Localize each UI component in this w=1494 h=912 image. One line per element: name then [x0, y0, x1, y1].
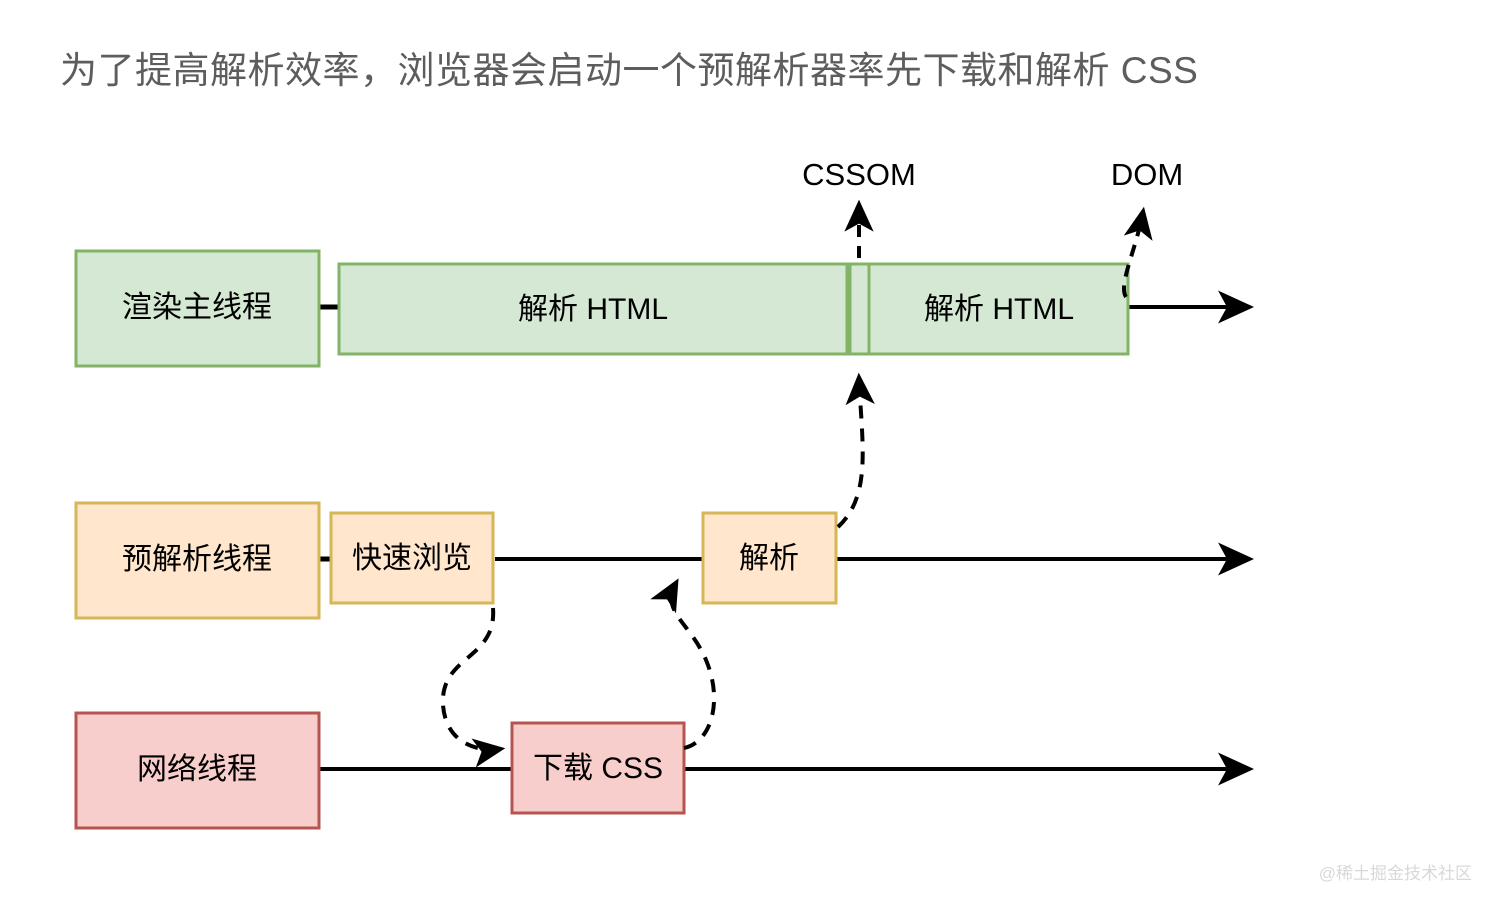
pre-parse-thread-label: 预解析线程 — [122, 543, 272, 576]
cssom-label: CSSOM — [802, 157, 916, 192]
quick-scan-to-download-arrow — [440, 607, 506, 768]
download-css-box: 下载 CSS — [510, 721, 686, 815]
parse-html-second-label: 解析 HTML — [924, 293, 1074, 326]
parse-html-second-bar: 解析 HTML — [867, 262, 1130, 356]
dom-output: DOM — [1111, 157, 1183, 299]
network-thread-label: 网络线程 — [137, 753, 257, 786]
download-to-parse-arrow — [650, 578, 716, 750]
parse-css-box: 解析 — [701, 511, 838, 605]
parse-html-first-label: 解析 HTML — [518, 293, 668, 326]
page-title: 为了提高解析效率，浏览器会启动一个预解析器率先下载和解析 CSS — [60, 50, 1199, 91]
watermark: @稀土掘金技术社区 — [1318, 864, 1472, 883]
cssom-output: CSSOM — [802, 157, 916, 258]
network-thread-label-box: 网络线程 — [74, 711, 321, 830]
quick-scan-label: 快速浏览 — [352, 542, 472, 575]
parse-html-first-bar: 解析 HTML — [337, 262, 849, 356]
parse-html-gap-bar — [848, 262, 872, 356]
parse-css-label: 解析 — [739, 542, 799, 575]
parse-to-cssom-arrow — [836, 372, 875, 529]
download-css-label: 下载 CSS — [533, 752, 663, 785]
quick-scan-box: 快速浏览 — [329, 511, 495, 605]
render-thread-label-box: 渲染主线程 — [74, 249, 321, 368]
render-thread-label: 渲染主线程 — [122, 291, 272, 324]
dom-label: DOM — [1111, 157, 1183, 192]
pre-parse-thread-label-box: 预解析线程 — [74, 501, 321, 620]
